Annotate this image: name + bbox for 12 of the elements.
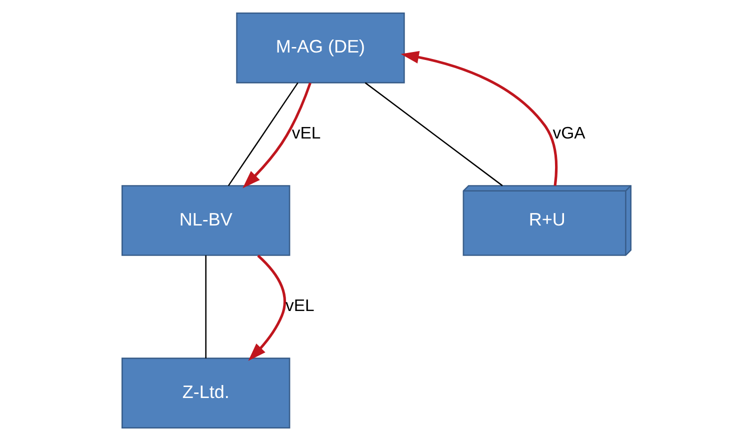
connector — [204, 255, 206, 358]
node-box: Z-Ltd. — [121, 358, 290, 428]
edge-label: vEL — [284, 296, 314, 316]
connector — [227, 82, 298, 186]
arrow — [248, 254, 286, 361]
node-box: NL-BV — [121, 185, 290, 256]
arrow — [242, 82, 311, 188]
arrow — [400, 51, 558, 186]
edge-label: vEL — [291, 124, 320, 143]
node-box: M-AG (DE) — [236, 12, 404, 84]
edge-label: vGA — [552, 124, 585, 143]
connector — [364, 82, 502, 186]
